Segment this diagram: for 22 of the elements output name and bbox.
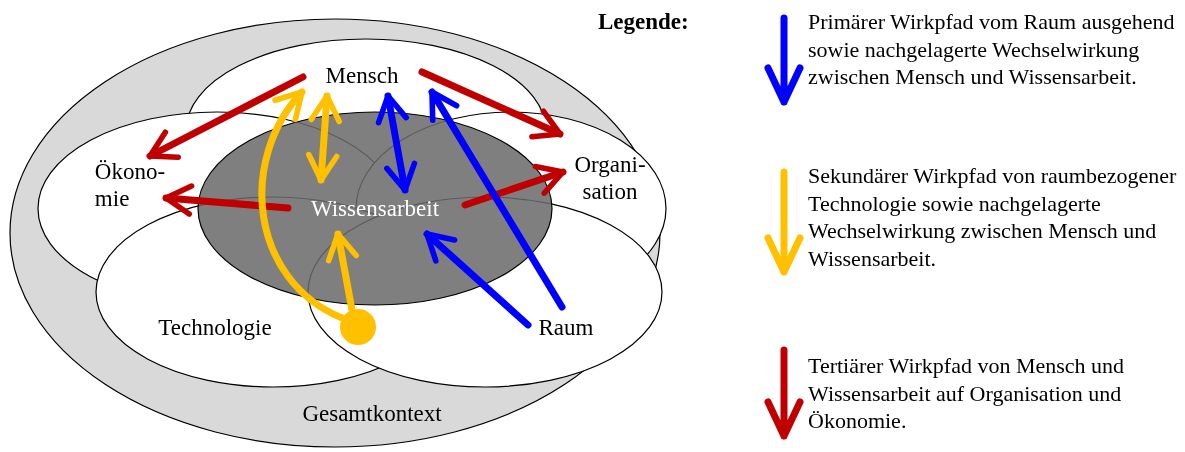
- node-label: Wissensarbeit: [310, 194, 440, 222]
- arrow: [418, 68, 564, 140]
- node-label: Gesamtkontext: [302, 399, 442, 427]
- dot: [340, 309, 376, 345]
- arrow: [423, 230, 532, 329]
- arrow: [428, 88, 566, 311]
- arrow: [325, 230, 359, 314]
- legend-text: Tertiärer Wirkpfad von Mensch und Wissensarbeit auf Organisation und Ökonomie.: [808, 352, 1126, 435]
- node-label: Mensch: [325, 61, 399, 89]
- legend-text: Sekundärer Wirkpfad von raumbezogener Technologie sowie nachgelagerte Wechselwirkung zwischen Mensch und Wissensarbeit.: [808, 162, 1178, 272]
- arrow: [146, 73, 307, 160]
- arrow: [461, 163, 567, 209]
- arrow: [162, 183, 292, 217]
- legend-heading: Legende:: [598, 8, 689, 36]
- arrow: [258, 88, 346, 322]
- node-label: Technologie: [158, 313, 272, 341]
- node-label: Ökono- mie: [94, 158, 166, 212]
- arrow: [306, 92, 342, 184]
- node-label: Raum: [538, 313, 594, 341]
- arrow: [375, 92, 418, 194]
- legend-text: Primärer Wirkpfad vom Raum ausgehend sowie nachgelagerte Wechselwirkung zwischen Mensch und Wissensarbeit.: [808, 8, 1176, 91]
- node-label: Organi- sation: [574, 151, 646, 205]
